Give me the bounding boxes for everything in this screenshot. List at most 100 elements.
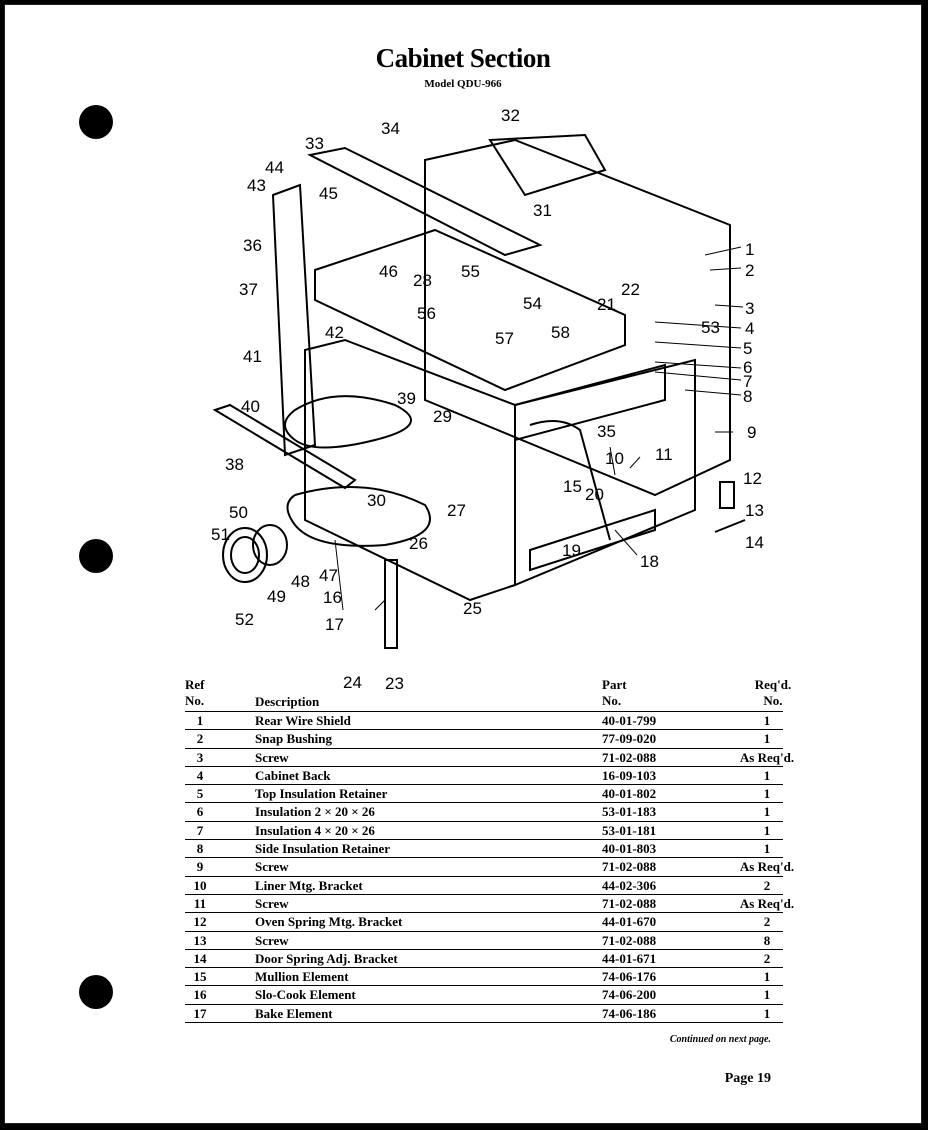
- header-qty: Req'd. No.: [754, 677, 792, 708]
- front-panel: [514, 363, 666, 442]
- row-description: Screw: [255, 932, 289, 948]
- row-ref: 4: [196, 767, 204, 783]
- callout-24: 24: [343, 673, 362, 692]
- terminal-block: [384, 559, 398, 649]
- row-description: Side Insulation Retainer: [255, 841, 391, 857]
- header-part: Part No.: [602, 677, 627, 708]
- callout-5: 5: [743, 339, 752, 358]
- callout-53: 53: [701, 318, 720, 337]
- callout-35: 35: [597, 422, 616, 441]
- callout-25: 25: [463, 599, 482, 618]
- callout-2: 2: [745, 261, 754, 280]
- row-part: 53-01-183: [602, 804, 657, 820]
- callout-4: 4: [745, 319, 754, 338]
- exploded-parts-diagram: 1 2 3 4 5 6 7 8 9 10 11 12 13 14 15 16 1…: [211, 106, 764, 693]
- row-qty: 1: [763, 1005, 771, 1021]
- callout-21: 21: [597, 295, 616, 314]
- callout-8: 8: [743, 387, 752, 406]
- callout-10: 10: [605, 449, 624, 468]
- row-ref: 7: [196, 822, 204, 838]
- page-number: Page 19: [724, 1071, 771, 1086]
- row-description: Top Insulation Retainer: [255, 786, 388, 802]
- callout-12: 12: [743, 469, 762, 488]
- row-qty: 1: [763, 713, 771, 728]
- row-qty: 1: [763, 786, 771, 802]
- row-description: Screw: [255, 859, 289, 875]
- row-ref: 15: [193, 969, 207, 985]
- row-part: 44-01-671: [602, 950, 657, 966]
- callout-27: 27: [447, 501, 466, 520]
- row-qty: 1: [763, 822, 771, 838]
- callout-47: 47: [319, 566, 338, 585]
- vent-duct: [488, 133, 607, 197]
- broil-element: [284, 395, 412, 449]
- row-part: 71-02-088: [602, 895, 657, 911]
- row-qty: 1: [763, 841, 771, 857]
- callout-52: 52: [235, 610, 254, 629]
- row-qty: As Req'd.: [739, 895, 795, 911]
- callout-39: 39: [397, 389, 416, 408]
- row-ref: 2: [196, 731, 204, 747]
- callout-32: 32: [501, 106, 520, 125]
- row-qty: 1: [763, 767, 771, 783]
- row-qty: As Req'd.: [739, 749, 795, 765]
- row-ref: 5: [196, 786, 204, 802]
- row-ref: 3: [196, 749, 204, 765]
- row-description: Bake Element: [255, 1005, 333, 1021]
- row-description: Cabinet Back: [255, 767, 331, 783]
- row-description: Insulation 2 × 20 × 26: [255, 804, 375, 820]
- table-header: Ref No. Description Part No. Req'd. No.: [185, 677, 791, 711]
- table-row: 5 Top Insulation Retainer 40-01-802 1: [185, 785, 783, 804]
- row-part: 74-06-176: [602, 969, 657, 985]
- adj-bracket: [714, 519, 746, 533]
- callout-45: 45: [319, 184, 338, 203]
- binder-hole-bottom: [79, 975, 113, 1009]
- callout-36: 36: [243, 236, 262, 255]
- callout-42: 42: [325, 323, 344, 342]
- row-part: 71-02-088: [602, 749, 657, 765]
- row-part: 53-01-181: [602, 822, 657, 838]
- header-description: Description: [255, 694, 320, 709]
- bake-element: [286, 486, 431, 547]
- row-part: 40-01-803: [602, 841, 657, 857]
- callout-6: 6: [743, 358, 752, 377]
- callout-57: 57: [495, 329, 514, 348]
- callout-49: 49: [267, 587, 286, 606]
- row-ref: 11: [193, 895, 207, 911]
- row-part: 71-02-088: [602, 859, 657, 875]
- callout-44: 44: [265, 158, 284, 177]
- row-qty: As Req'd.: [739, 859, 795, 875]
- top-cover: [306, 146, 543, 257]
- door-ring: [222, 527, 268, 583]
- row-ref: 1: [196, 713, 204, 728]
- cabinet-back-panel: [424, 138, 731, 497]
- row-description: Oven Spring Mtg. Bracket: [255, 914, 403, 930]
- row-qty: 1: [763, 804, 771, 820]
- row-qty: 2: [763, 914, 771, 930]
- row-ref: 17: [193, 1005, 207, 1021]
- callout-11: 11: [655, 445, 673, 464]
- callout-55: 55: [461, 262, 480, 281]
- parts-table: Ref No. Description Part No. Req'd. No. …: [185, 677, 794, 1024]
- callout-51: 51: [211, 525, 230, 544]
- row-qty: 2: [763, 877, 771, 893]
- row-part: 40-01-802: [602, 786, 657, 802]
- cabinet-side-panel: [271, 183, 317, 457]
- callout-40: 40: [241, 397, 260, 416]
- callout-50: 50: [229, 503, 248, 522]
- callout-43: 43: [247, 176, 266, 195]
- model-number: Model QDU-966: [424, 78, 502, 90]
- row-part: 40-01-799: [602, 713, 657, 728]
- row-part: 44-02-306: [602, 877, 657, 893]
- callout-37: 37: [239, 280, 258, 299]
- page-title: Cabinet Section: [375, 43, 551, 73]
